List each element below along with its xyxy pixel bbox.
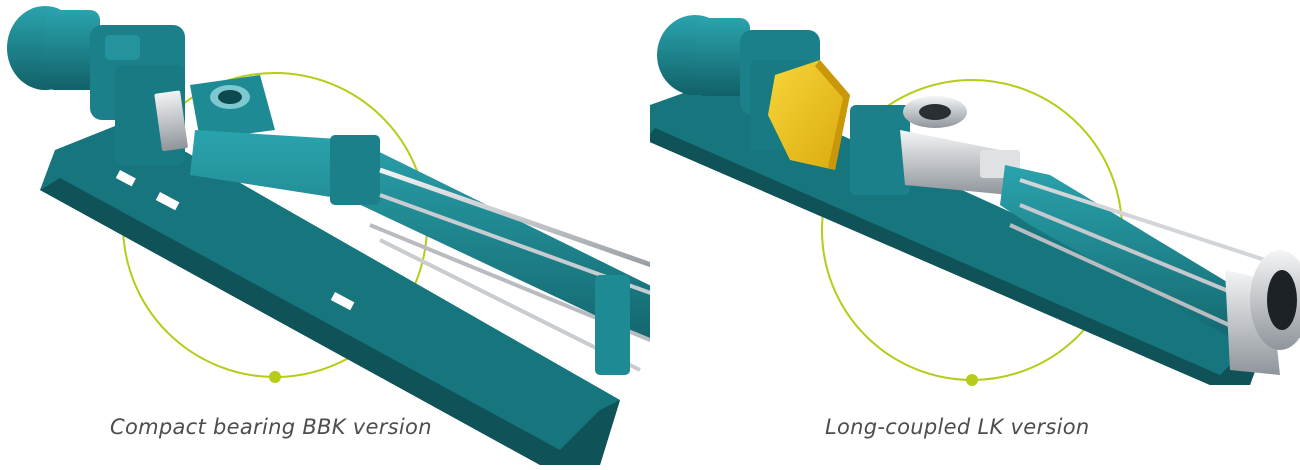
pump-illustration-lk	[650, 15, 1300, 386]
product-caption-lk: Long-coupled LK version	[825, 415, 1090, 439]
product-card-bbk: Compact bearing BBK version	[7, 6, 650, 465]
coupling-guard	[768, 60, 850, 170]
base-plate	[40, 120, 620, 465]
product-card-lk: Long-coupled LK version	[650, 0, 1300, 470]
accent-dot	[966, 374, 978, 386]
product-caption-bbk: Compact bearing BBK version	[110, 415, 432, 439]
stator-tube	[1000, 165, 1290, 360]
accent-dot	[269, 371, 281, 383]
stator-tube	[190, 130, 650, 342]
pump-illustration-bbk	[7, 6, 650, 465]
